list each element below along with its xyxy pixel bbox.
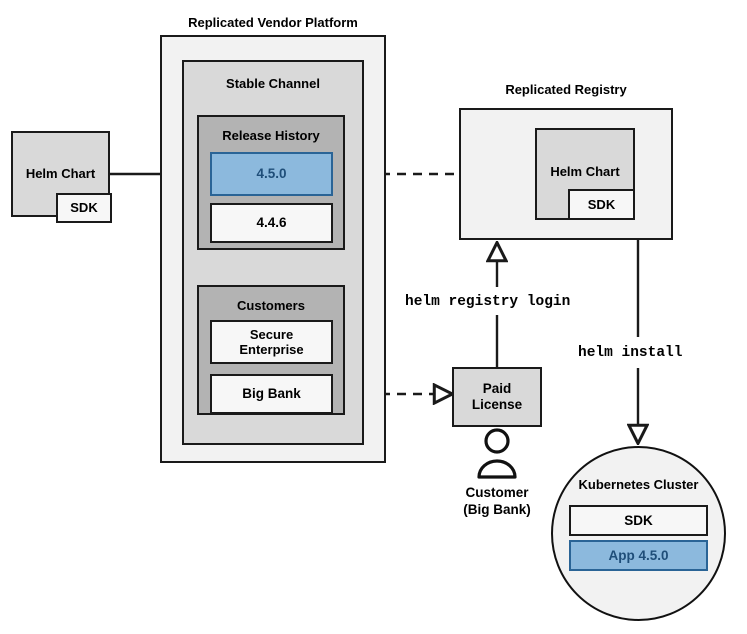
paid-license-label: Paid License (471, 381, 523, 412)
cluster-component-sdk[interactable]: SDK (569, 505, 708, 536)
registry-title: Replicated Registry (505, 82, 627, 97)
customer-actor-detail: (Big Bank) (430, 501, 564, 519)
helm-registry-login-label: helm registry login (405, 294, 571, 310)
customer-item-secure-enterprise[interactable]: Secure Enterprise (210, 320, 333, 364)
cluster-component-label: App 4.5.0 (608, 547, 669, 563)
release-history-label: Release History (222, 128, 320, 143)
release-item-4-4-6[interactable]: 4.4.6 (210, 203, 333, 243)
release-version-label: 4.4.6 (256, 215, 287, 231)
customer-item-big-bank[interactable]: Big Bank (210, 374, 333, 414)
source-sdk-label: SDK (70, 200, 98, 216)
customer-actor-detail-text: (Big Bank) (463, 502, 531, 518)
registry-sdk-label: SDK (587, 196, 616, 212)
customer-actor-name: Customer (430, 484, 564, 502)
registry-helm-chart-sdk: SDK (568, 189, 635, 220)
release-version-label: 4.5.0 (256, 166, 287, 182)
customer-actor-name-text: Customer (465, 485, 529, 501)
source-helm-chart-label: Helm Chart (25, 166, 96, 181)
platform-title: Replicated Vendor Platform (188, 15, 358, 30)
release-item-4-5-0[interactable]: 4.5.0 (210, 152, 333, 196)
cluster-component-app[interactable]: App 4.5.0 (569, 540, 708, 571)
stable-channel-label: Stable Channel (226, 76, 320, 91)
source-helm-chart-sdk: SDK (56, 193, 112, 223)
helm-install-label: helm install (578, 345, 683, 361)
person-icon (477, 428, 517, 479)
customer-name-label: Big Bank (242, 386, 301, 402)
kubernetes-cluster-label-text: Kubernetes Cluster (578, 477, 699, 493)
customers-label: Customers (237, 298, 305, 313)
registry-helm-chart-label: Helm Chart (550, 164, 620, 179)
paid-license-box: Paid License (452, 367, 542, 427)
kubernetes-cluster-label: Kubernetes Cluster (551, 476, 726, 494)
cluster-component-label: SDK (624, 512, 653, 528)
customer-name-label: Secure Enterprise (239, 326, 304, 357)
